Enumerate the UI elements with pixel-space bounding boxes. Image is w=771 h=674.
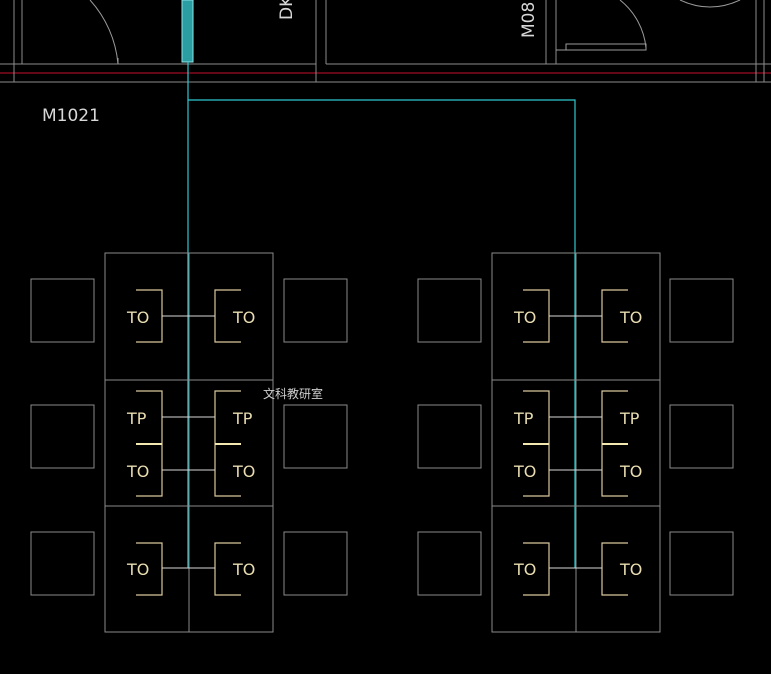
outlet-tp-label: TP <box>232 409 253 428</box>
chair <box>669 278 734 343</box>
room-name-label: 文科教研室 <box>263 386 323 401</box>
outlet-bracket <box>214 542 241 596</box>
outlet-tp-label: TP <box>619 409 640 428</box>
door-arc-top-right <box>679 0 741 8</box>
door-arc-right <box>619 0 647 49</box>
outlet-to-label: TO <box>513 560 536 579</box>
chair <box>669 404 734 469</box>
top-wall <box>0 0 771 83</box>
outlet-bracket <box>136 542 163 596</box>
outlet-tp-label: TP <box>126 409 147 428</box>
outlet-to-label: TO <box>126 560 149 579</box>
outlet-to-label: TO <box>513 462 536 481</box>
outlet-to-label: TO <box>232 308 255 327</box>
outlet-to-label: TO <box>232 560 255 579</box>
cable-routing <box>187 62 576 568</box>
chair <box>30 531 95 596</box>
chair <box>669 531 734 596</box>
rotated-tag-dk: DK <box>277 0 297 20</box>
rotated-tag-m08: M08 <box>519 2 539 38</box>
outlet-to-label: TO <box>513 308 536 327</box>
chair <box>283 278 348 343</box>
outlet-to-label: TO <box>126 462 149 481</box>
outlet-to-label: TO <box>619 308 642 327</box>
door-leaf-right <box>565 43 647 51</box>
chair <box>283 404 348 469</box>
door-arc-left <box>89 0 119 65</box>
chair <box>30 278 95 343</box>
desk-cluster-right: TO TO TP TP TO TO TO TO <box>417 252 734 633</box>
outlet-to-label: TO <box>619 560 642 579</box>
outlet-to-label: TO <box>126 308 149 327</box>
chair <box>283 531 348 596</box>
chair <box>30 404 95 469</box>
chair <box>417 278 482 343</box>
outlet-tp-label: TP <box>513 409 534 428</box>
outlet-to-label: TO <box>619 462 642 481</box>
chair <box>417 531 482 596</box>
outlet-to-label: TO <box>232 462 255 481</box>
outlet-bracket <box>601 542 628 596</box>
cable-riser <box>181 0 194 63</box>
door-tag-m1021: M1021 <box>42 106 100 126</box>
desk-cluster-left: TO TO TP TP TO TO TO TO <box>30 252 348 633</box>
outlet-bracket <box>523 542 550 596</box>
chair <box>417 404 482 469</box>
door-swings <box>89 0 741 65</box>
